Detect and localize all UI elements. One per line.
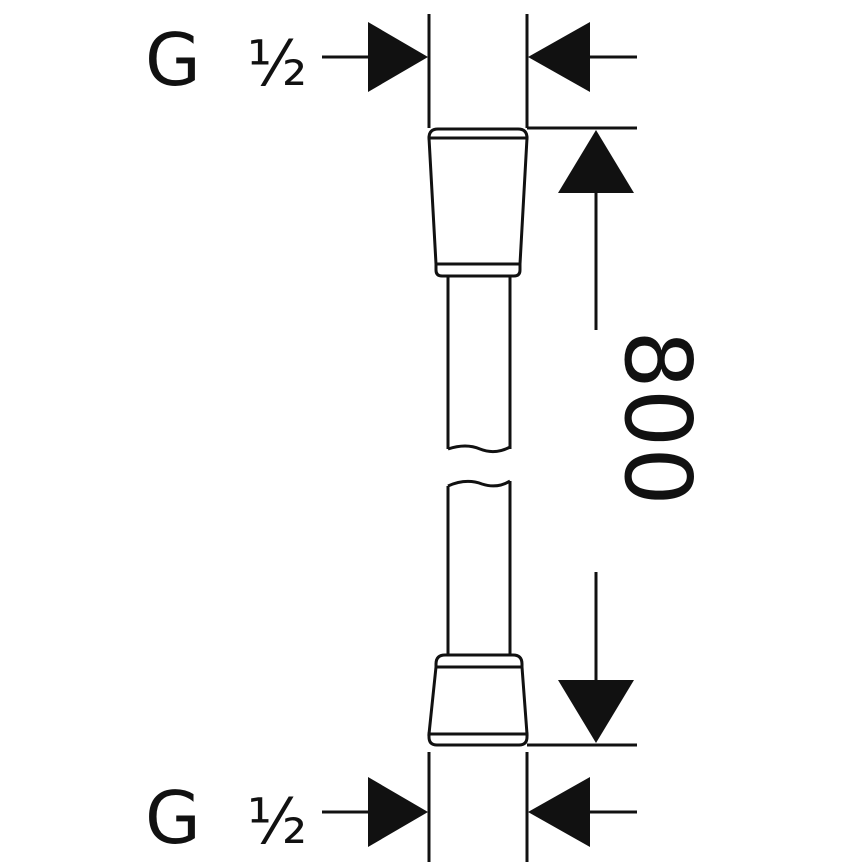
length-value: 800 xyxy=(604,330,711,506)
bottom-thread-size: ½ xyxy=(247,785,307,858)
length-top-arrowhead xyxy=(558,130,634,193)
top-fitting-collar xyxy=(434,262,522,278)
top-thread-size: ½ xyxy=(247,27,307,100)
top-thread-callout: G ½ xyxy=(145,14,637,128)
bottom-fitting-body xyxy=(427,665,529,736)
bottom-right-arrowhead xyxy=(528,777,590,847)
top-right-arrowhead xyxy=(528,22,590,92)
length-dimension: 800 xyxy=(527,126,711,747)
bottom-left-arrowhead xyxy=(368,777,428,847)
bottom-thread-callout: G ½ xyxy=(145,752,637,862)
top-fitting-cap xyxy=(427,127,529,140)
bottom-hose-break-line xyxy=(447,479,511,488)
length-bottom-arrowhead xyxy=(558,680,634,743)
top-hose-break-line xyxy=(447,444,511,454)
shower-hose xyxy=(427,127,529,747)
top-thread-letter: G xyxy=(145,18,201,102)
bottom-fitting-collar xyxy=(434,653,524,669)
top-fitting-body xyxy=(427,136,529,266)
bottom-thread-letter: G xyxy=(145,776,201,860)
bottom-fitting-cap xyxy=(427,732,529,747)
top-left-arrowhead xyxy=(368,22,428,92)
